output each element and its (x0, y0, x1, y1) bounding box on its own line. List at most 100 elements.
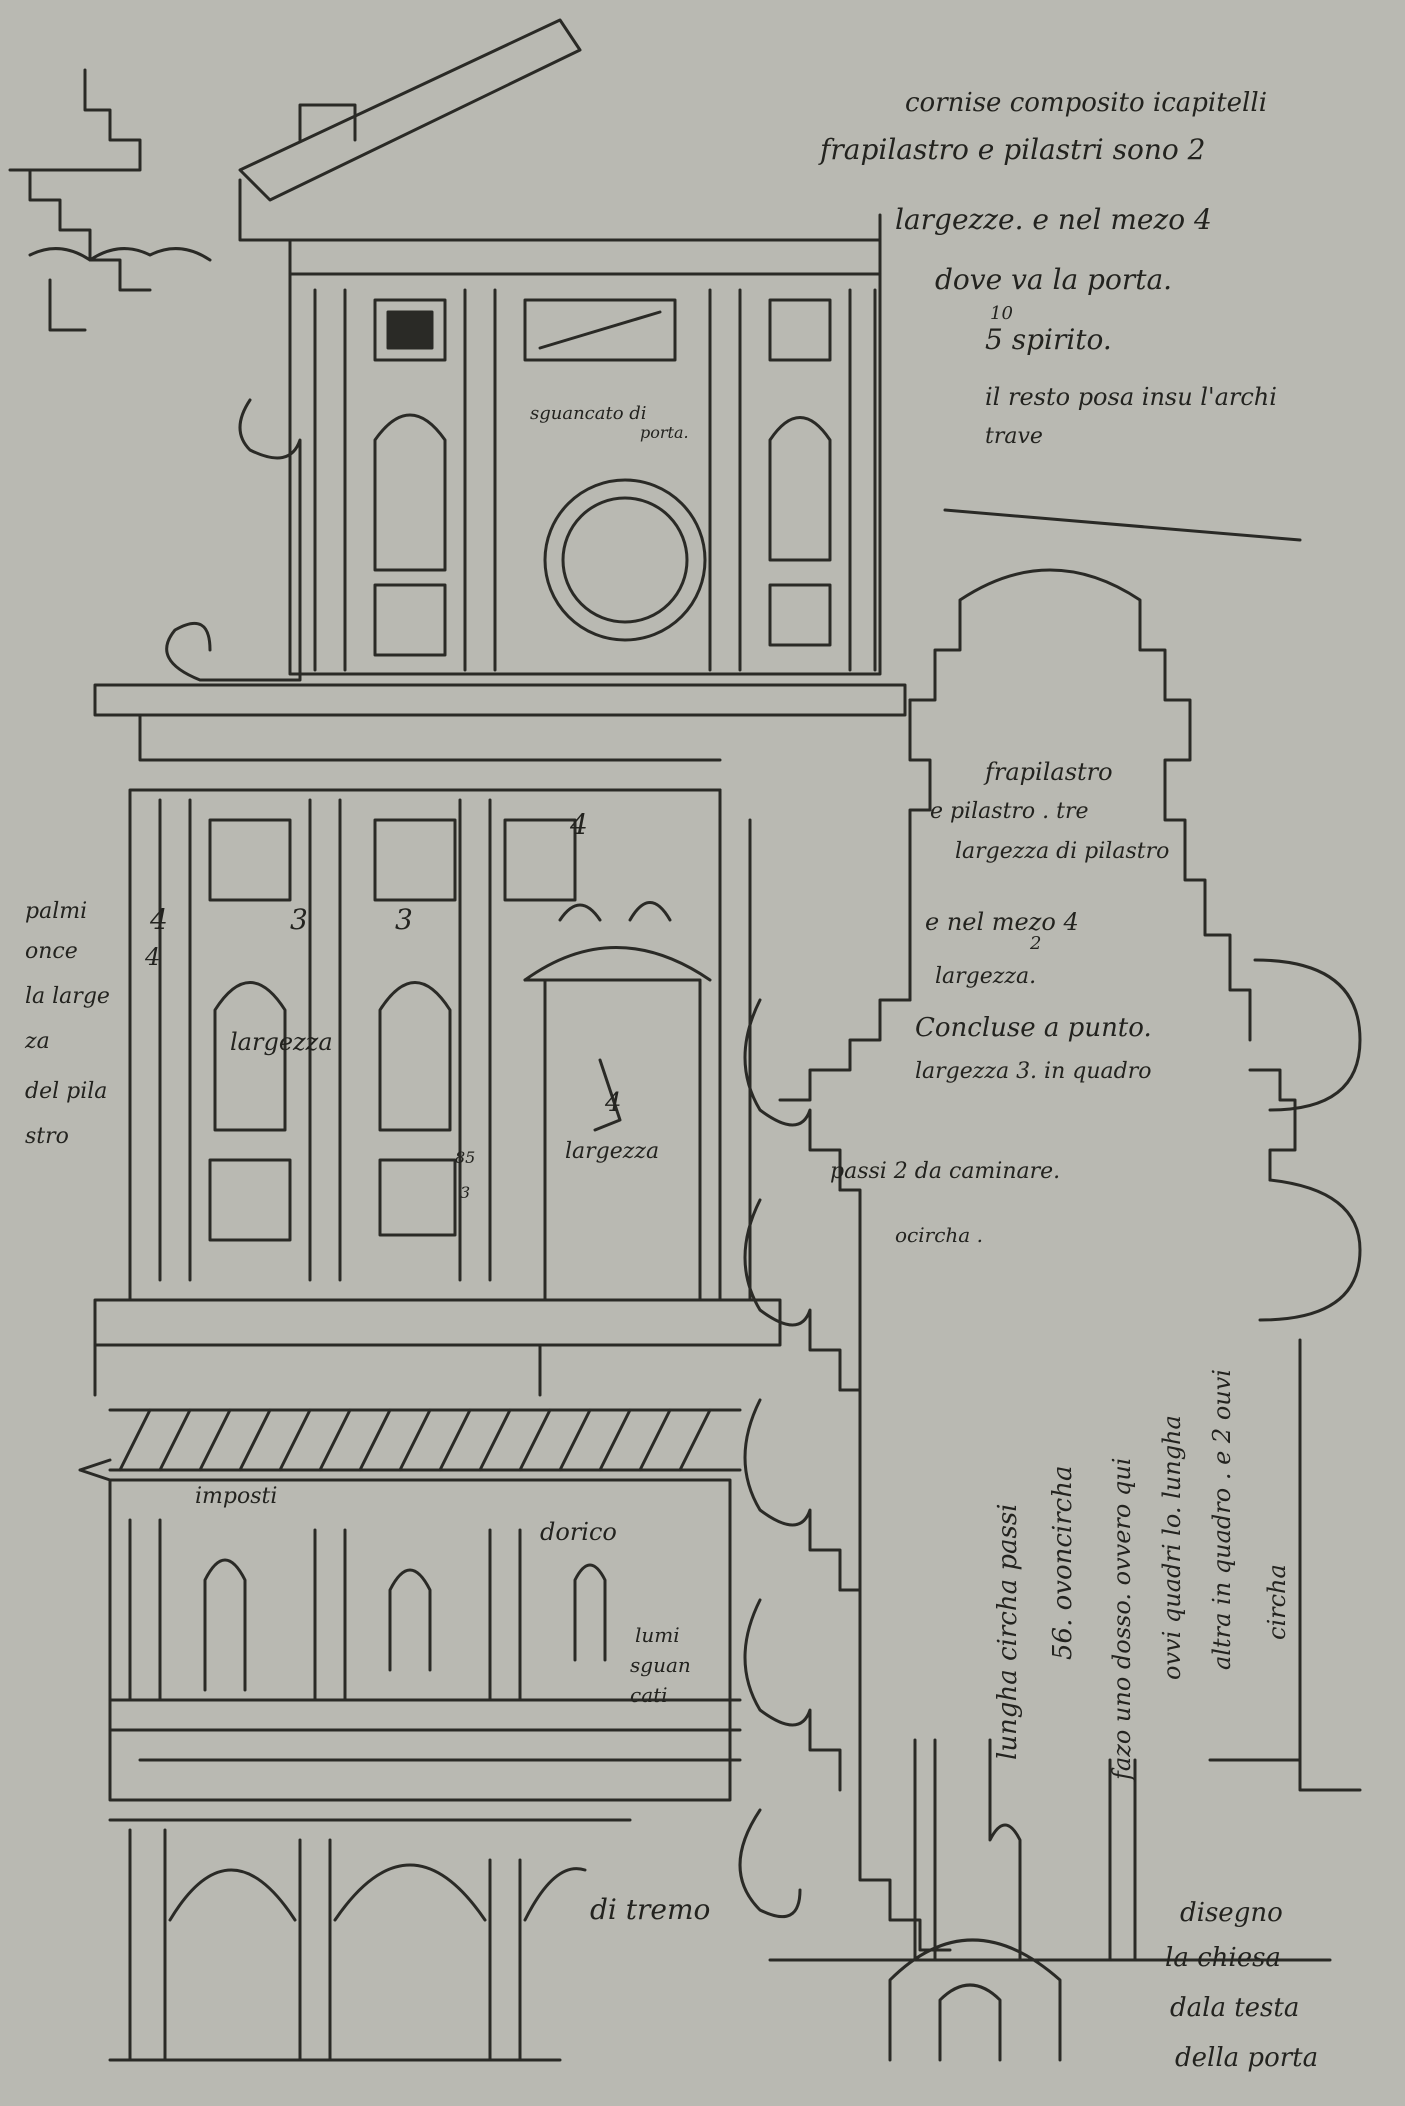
upper-panel-left (373, 583, 447, 657)
interior-arch (888, 1938, 1062, 2062)
note-trave: trave (985, 424, 1043, 449)
note-vertical-5: altra in quadro . e 2 ouvi (1208, 1369, 1236, 1670)
upper-niche-right (768, 416, 832, 562)
note-largezza-mid: largezza (230, 1028, 333, 1056)
note-stro: stro (25, 1124, 69, 1149)
note-vertical-6: circha (1263, 1564, 1291, 1640)
chapel-3 (743, 1398, 842, 1592)
note-di-tremo: di tremo (590, 1893, 711, 1926)
column-3 (488, 1858, 522, 2062)
ground-storey (108, 1478, 732, 1802)
number-85: 85 (455, 1148, 476, 1167)
oculus-inner (561, 496, 689, 624)
main-cornice (93, 683, 907, 717)
pediment (238, 18, 582, 202)
middle-panel-1 (208, 1158, 292, 1242)
column-2 (298, 1838, 332, 2062)
cornice-curl-line (28, 247, 212, 262)
door-pediment (523, 946, 712, 982)
note-cati: cati (630, 1683, 668, 1707)
middle-pilaster-3 (458, 798, 492, 1282)
upper-window-3 (768, 298, 832, 362)
note-largezze: largezze. e nel mezo 4 (895, 203, 1212, 236)
note-once: once (25, 939, 78, 964)
pilaster-3 (708, 288, 742, 672)
doorway (523, 978, 702, 1302)
middle-window-2 (373, 818, 457, 902)
chapel-5 (738, 1808, 802, 1919)
number-door-4: 4 (605, 1088, 622, 1118)
middle-storey (128, 788, 722, 1302)
oculus-outer (543, 478, 707, 642)
note-largezza-door: largezza (565, 1139, 660, 1164)
note-del-pila: del pila (25, 1079, 108, 1104)
hatched-band (108, 1408, 742, 1472)
middle-niche-1 (213, 981, 287, 1132)
chapel-2 (743, 1198, 842, 1392)
note-vertical-3: fazo uno dosso. ovvero qui (1108, 1457, 1136, 1780)
scroll-volute (165, 398, 302, 682)
ground-window-1 (203, 1558, 247, 1692)
plan-outline-right (908, 568, 1252, 1042)
note-largezza-right: largezza. (935, 964, 1037, 989)
note-frapilastro-mid: frapilastro (985, 758, 1113, 786)
note-ten: 10 (990, 303, 1013, 324)
middle-pilaster-1 (158, 798, 192, 1282)
note-largezza-pilastro: largezza di pilastro (955, 839, 1170, 864)
chimney (298, 103, 357, 142)
note-resto: il resto posa insu l'archi (985, 383, 1277, 411)
middle-panel-2 (378, 1158, 457, 1237)
upper-panel-right (768, 583, 832, 647)
pilaster-4 (848, 288, 877, 672)
note-spirito: 5 spirito. (985, 323, 1112, 356)
chapel-4 (743, 1598, 842, 1792)
note-passi: passi 2 da caminare. (830, 1159, 1061, 1184)
number-3-a: 3 (290, 903, 308, 936)
number-4-left-b: 4 (145, 943, 161, 971)
note-la-chiesa: la chiesa (1165, 1943, 1281, 1973)
pilaster-1 (313, 288, 347, 672)
upper-panel-center (523, 298, 677, 362)
note-la-large: la large (25, 984, 110, 1009)
ground-window-2 (388, 1568, 432, 1672)
note-sguancato: sguancato di (530, 403, 647, 424)
apse-lower (1258, 1178, 1362, 1322)
note-pilastro-tre: e pilastro . tre (930, 799, 1089, 824)
note-cornice: cornise composito icapitelli (905, 88, 1268, 118)
upper-niche-left (373, 413, 447, 572)
upper-storey (288, 272, 882, 676)
note-porta: dove va la porta. (935, 263, 1173, 296)
note-disegno: disegno (1180, 1898, 1283, 1928)
note-dorico: dorico (540, 1518, 617, 1546)
number-3-b: 3 (395, 903, 413, 936)
middle-pilaster-2 (308, 798, 342, 1282)
middle-window-3 (503, 818, 577, 902)
ground-window-3 (573, 1563, 607, 1662)
lower-cornice (93, 1298, 782, 1347)
upper-entablature (288, 238, 882, 276)
number-4-left: 4 (150, 903, 168, 936)
arch-3 (523, 1867, 587, 1922)
note-largezza-quadro: largezza 3. in quadro (915, 1059, 1152, 1084)
note-vertical-2: 56. ovoncircha (1048, 1465, 1078, 1660)
note-dala-testa: dala testa (1170, 1993, 1300, 2023)
plan-outline-left (908, 698, 932, 1002)
middle-niche-2 (378, 981, 452, 1132)
middle-window-1 (208, 818, 292, 902)
arch-2 (333, 1863, 487, 1922)
chapel-1 (743, 998, 842, 1192)
note-lumi: lumi (635, 1623, 680, 1647)
pilaster-2 (463, 288, 497, 672)
number-2: 2 (1030, 933, 1042, 954)
note-vertical-1: lungha circha passi (993, 1503, 1023, 1760)
note-nel-mezo: e nel mezo 4 (925, 908, 1079, 936)
apse-upper (1253, 958, 1362, 1112)
note-sguan: sguan (630, 1653, 691, 1677)
note-sguancato-porta: porta. (640, 423, 689, 442)
note-della-porta: della porta (1175, 2043, 1319, 2073)
column-1 (128, 1828, 167, 2062)
cornice-fragment-left (8, 68, 142, 172)
note-circha: ocircha . (895, 1223, 983, 1247)
